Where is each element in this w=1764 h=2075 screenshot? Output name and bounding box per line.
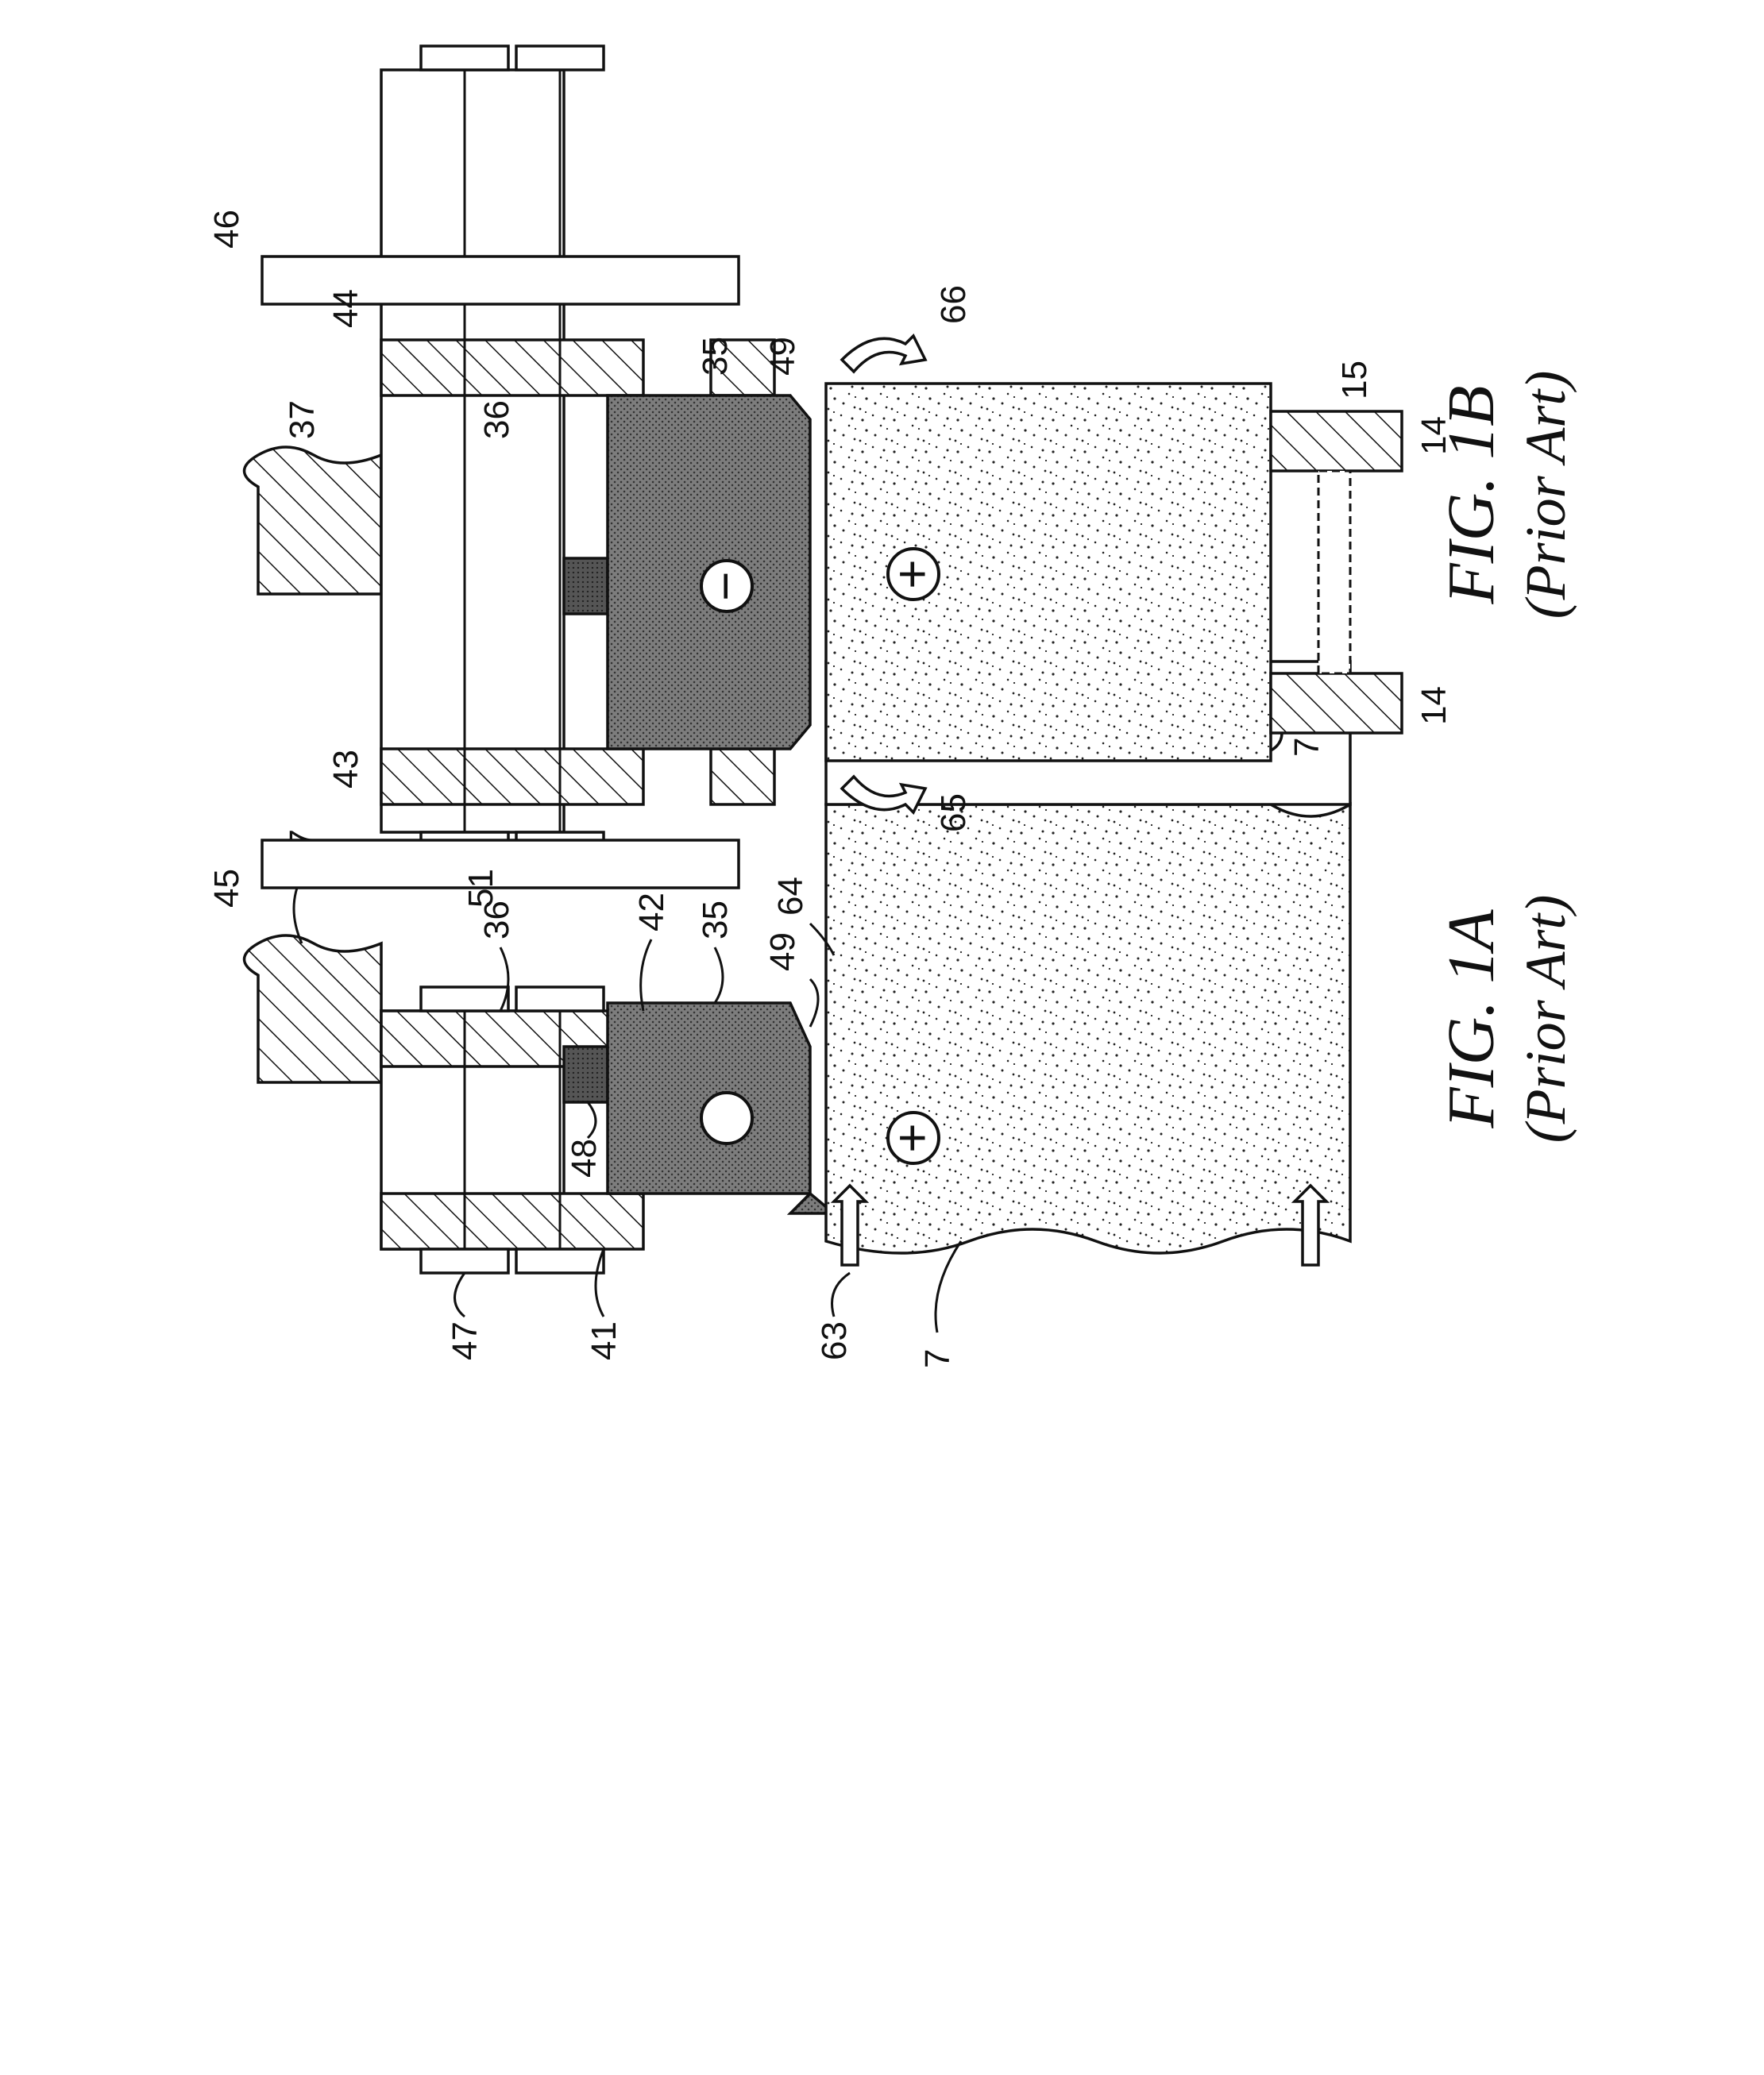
bolt-nut-47-left	[516, 1249, 604, 1273]
leader-48	[588, 1102, 596, 1138]
electrode-polarity-ring	[701, 1093, 752, 1144]
caption-fig-1b: FIG. 1B	[1434, 385, 1508, 604]
side-block-41	[381, 1194, 643, 1249]
flow-arrow-66	[842, 336, 925, 372]
label-37: 37	[283, 400, 322, 439]
electrode-insert-48	[564, 1047, 608, 1102]
label-64: 64	[771, 877, 810, 916]
bolt-head-47-left	[421, 1249, 508, 1273]
holder-plate-36	[381, 70, 564, 832]
label-63: 63	[815, 1321, 854, 1360]
label-43: 43	[326, 750, 365, 789]
outer-block-left	[711, 749, 774, 804]
side-block-44	[381, 340, 643, 395]
leader-42	[641, 939, 651, 1011]
leader-49	[810, 979, 818, 1027]
leader-35	[715, 947, 723, 1003]
label-47: 47	[446, 1321, 484, 1360]
electrode-stem-37	[245, 447, 382, 594]
label-51: 51	[461, 869, 500, 908]
subcaption-fig-1b: (Prior Art)	[1514, 371, 1577, 619]
label-65: 65	[934, 793, 973, 832]
leader-47	[455, 1273, 465, 1317]
label-14a: 14	[1415, 686, 1453, 725]
subcaption-fig-1a: (Prior Art)	[1514, 895, 1577, 1144]
clamp-pin-15	[1318, 471, 1350, 673]
label-15: 15	[1335, 361, 1374, 399]
bolt-head-47-right	[421, 987, 508, 1011]
label-45: 45	[207, 869, 246, 908]
bolt-nut-51-right	[516, 46, 604, 70]
label-48: 48	[565, 1139, 604, 1178]
workpiece-polarity: +	[883, 559, 940, 588]
label-44: 44	[326, 289, 365, 328]
leader-63	[832, 1273, 851, 1317]
clamp-14-left	[1271, 673, 1402, 733]
label-7: 7	[918, 1349, 957, 1368]
label-7: 7	[1287, 738, 1326, 757]
label-42: 42	[632, 893, 671, 931]
workpiece-7	[826, 804, 1350, 1253]
bolt-nut-47-right	[516, 987, 604, 1011]
label-66: 66	[934, 285, 973, 324]
caption-fig-1a: FIG. 1A	[1434, 909, 1508, 1129]
label-49: 49	[763, 932, 802, 971]
gas-pipe-45	[262, 840, 739, 888]
workpiece-polarity: +	[883, 1123, 940, 1152]
side-block-43	[381, 749, 643, 804]
clamp-14-right	[1271, 411, 1402, 471]
electrode-stem-37	[245, 935, 382, 1082]
label-46: 46	[207, 210, 246, 249]
label-35: 35	[696, 901, 735, 939]
electrode-polarity: −	[697, 571, 754, 600]
label-35: 35	[696, 337, 735, 376]
label-49: 49	[763, 337, 802, 376]
electrode-insert	[564, 558, 608, 614]
leader-7	[936, 1241, 961, 1333]
label-41: 41	[585, 1321, 623, 1360]
bolt-head-51-right	[421, 46, 508, 70]
label-36: 36	[477, 400, 516, 439]
